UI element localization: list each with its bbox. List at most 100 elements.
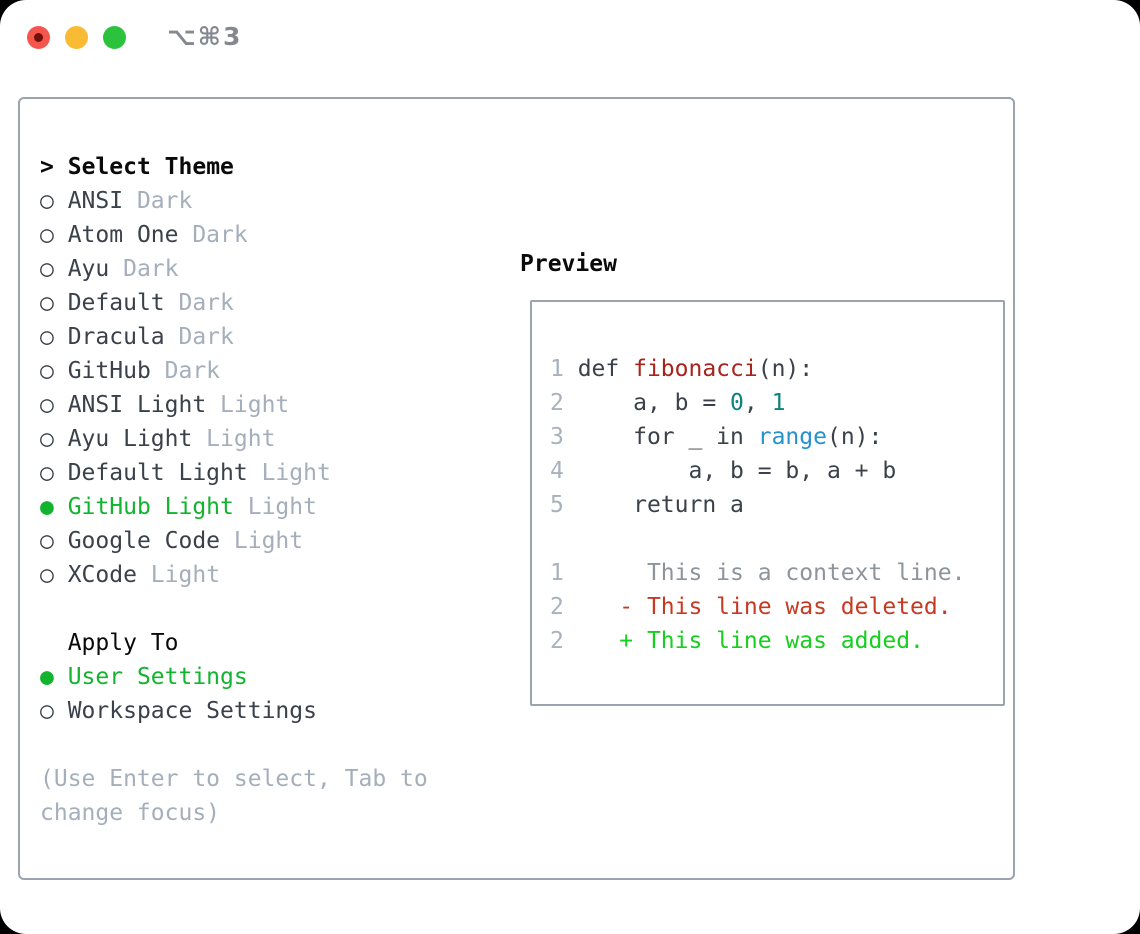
theme-name: GitHub Light xyxy=(67,494,234,520)
theme-variant: Dark xyxy=(178,222,248,248)
code-token: range xyxy=(757,424,827,450)
theme-variant: Dark xyxy=(109,256,179,282)
theme-name: Default xyxy=(67,290,165,316)
theme-option[interactable]: ○ Ayu Dark xyxy=(40,252,331,286)
apply-options: ● User Settings○ Workspace Settings xyxy=(40,660,317,728)
theme-variant: Dark xyxy=(164,290,234,316)
theme-variant: Dark xyxy=(123,188,193,214)
hint-line: (Use Enter to select, Tab to xyxy=(40,766,428,792)
code-token: def xyxy=(577,356,634,382)
code-token: 1 xyxy=(771,390,786,416)
apply-to-section: Apply To ● User Settings○ Workspace Sett… xyxy=(40,626,317,728)
line-number: 1 xyxy=(550,356,578,382)
theme-option[interactable]: ● GitHub Light Light xyxy=(40,490,331,524)
theme-option[interactable]: ○ Dracula Dark xyxy=(40,320,331,354)
minimize-button[interactable] xyxy=(65,26,88,49)
radio-unselected-icon: ○ xyxy=(40,698,68,724)
code-token: a, b = xyxy=(577,390,731,416)
titlebar: ⌥⌘3 xyxy=(0,0,1140,74)
theme-name: GitHub xyxy=(67,358,151,384)
theme-name: XCode xyxy=(67,562,137,588)
radio-unselected-icon: ○ xyxy=(40,256,68,282)
line-number: 3 xyxy=(550,424,578,450)
code-line: 3 for _ in range(n): xyxy=(550,420,965,454)
line-number: 2 xyxy=(550,390,578,416)
theme-variant: Light xyxy=(206,392,290,418)
theme-option[interactable]: ○ Google Code Light xyxy=(40,524,331,558)
keyboard-shortcut-label: ⌥⌘3 xyxy=(167,22,243,51)
zoom-button[interactable] xyxy=(103,26,126,49)
select-theme-title: Select Theme xyxy=(67,154,234,180)
code-token: , xyxy=(743,390,772,416)
theme-option[interactable]: ○ GitHub Dark xyxy=(40,354,331,388)
code-token: - This line was deleted. xyxy=(577,594,952,620)
theme-variant: Light xyxy=(233,494,317,520)
code-token: (n): xyxy=(757,356,814,382)
line-number: 1 xyxy=(550,560,578,586)
radio-unselected-icon: ○ xyxy=(40,188,68,214)
theme-name: Ayu Light xyxy=(67,426,193,452)
theme-list-title: > Select Theme xyxy=(40,150,331,184)
code-token: + This line was added. xyxy=(577,628,924,654)
radio-unselected-icon: ○ xyxy=(40,222,68,248)
apply-option-label: User Settings xyxy=(67,664,248,690)
code-token: 0 xyxy=(730,390,744,416)
line-number: 5 xyxy=(550,492,578,518)
preview-title: Preview xyxy=(520,251,617,277)
theme-variant: Light xyxy=(136,562,221,588)
code-line: 1 This is a context line. xyxy=(550,556,965,590)
theme-variant: Light xyxy=(192,426,276,452)
apply-to-title: Apply To xyxy=(67,630,179,656)
theme-option[interactable]: ○ ANSI Light Light xyxy=(40,388,331,422)
theme-name: ANSI Light xyxy=(67,392,207,418)
code-line: 5 return a xyxy=(550,488,965,522)
code-token: (n): xyxy=(826,424,883,450)
theme-variant: Dark xyxy=(150,358,221,384)
radio-selected-icon: ● xyxy=(40,494,68,520)
code-token: This is a context line. xyxy=(577,560,966,586)
theme-variant: Light xyxy=(220,528,304,554)
theme-picker-panel: > Select Theme ○ ANSI Dark○ Atom One Dar… xyxy=(18,97,1015,880)
radio-unselected-icon: ○ xyxy=(40,358,68,384)
theme-name: ANSI xyxy=(67,188,124,214)
theme-option[interactable]: ○ Atom One Dark xyxy=(40,218,331,252)
radio-unselected-icon: ○ xyxy=(40,528,68,554)
theme-name: Dracula xyxy=(67,324,165,350)
hint-line: change focus) xyxy=(40,800,221,826)
theme-variant: Dark xyxy=(164,324,234,350)
radio-unselected-icon: ○ xyxy=(40,426,68,452)
theme-variant: Light xyxy=(247,460,331,486)
radio-unselected-icon: ○ xyxy=(40,460,68,486)
radio-unselected-icon: ○ xyxy=(40,324,68,350)
code-line xyxy=(550,522,965,556)
hint-text: (Use Enter to select, Tab to change focus… xyxy=(40,762,428,830)
apply-option[interactable]: ● User Settings xyxy=(40,660,317,694)
line-number: 4 xyxy=(550,458,578,484)
radio-selected-icon: ● xyxy=(40,664,68,690)
theme-name: Google Code xyxy=(67,528,221,554)
prompt-icon: > xyxy=(40,154,54,180)
theme-option[interactable]: ○ ANSI Dark xyxy=(40,184,331,218)
theme-name: Atom One xyxy=(67,222,179,248)
line-number xyxy=(550,526,578,552)
theme-name: Default Light xyxy=(67,460,248,486)
theme-option[interactable]: ○ XCode Light xyxy=(40,558,331,592)
line-number: 2 xyxy=(550,628,578,654)
spacer xyxy=(54,154,68,180)
code-line: 4 a, b = b, a + b xyxy=(550,454,965,488)
code-token: return a xyxy=(577,492,744,518)
close-button[interactable] xyxy=(27,26,50,49)
radio-unselected-icon: ○ xyxy=(40,562,68,588)
apply-option[interactable]: ○ Workspace Settings xyxy=(40,694,317,728)
theme-option[interactable]: ○ Default Dark xyxy=(40,286,331,320)
theme-option[interactable]: ○ Default Light Light xyxy=(40,456,331,490)
code-line: 2 a, b = 0, 1 xyxy=(550,386,965,420)
radio-unselected-icon: ○ xyxy=(40,290,68,316)
theme-option[interactable]: ○ Ayu Light Light xyxy=(40,422,331,456)
code-token: fibonacci xyxy=(633,356,758,382)
code-token: for _ in xyxy=(577,424,758,450)
theme-name: Ayu xyxy=(67,256,110,282)
